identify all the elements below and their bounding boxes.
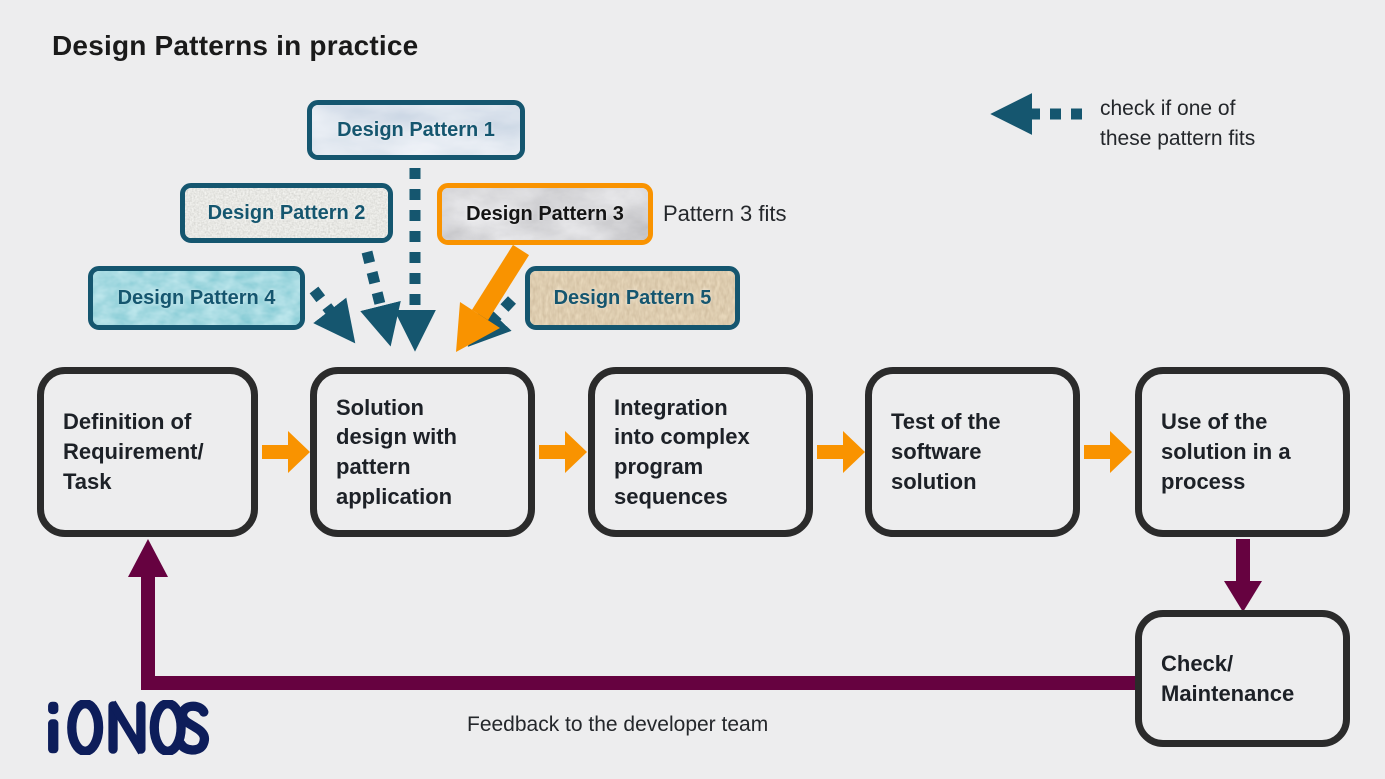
- arrow-pattern3-selected: [456, 244, 530, 352]
- design-pattern-3-box: Design Pattern 3: [437, 183, 653, 245]
- burlap-texture: [530, 271, 735, 325]
- step-test-software: Test of the software solution: [865, 367, 1080, 537]
- design-pattern-3-label: Design Pattern 3: [466, 202, 624, 225]
- water-drops-texture: [93, 271, 300, 325]
- design-pattern-5-label: Design Pattern 5: [553, 286, 712, 309]
- step-integration: Integration into complex program sequenc…: [588, 367, 813, 537]
- gray-marble-texture: [442, 188, 648, 240]
- feedback-label: Feedback to the developer team: [467, 713, 769, 736]
- legend-label: check if one of these pattern fits: [1100, 97, 1256, 150]
- step-check-maintenance: Check/ Maintenance: [1135, 610, 1350, 747]
- arrow-step1-step2: [262, 431, 310, 473]
- page-title: Design Patterns in practice: [52, 30, 419, 61]
- arrow-pattern5-to-solution: [467, 296, 516, 347]
- pattern3-fits-note: Pattern 3 fits: [663, 201, 787, 226]
- arrow-use-to-check: [1224, 539, 1262, 612]
- design-pattern-1-label: Design Pattern 1: [337, 118, 495, 141]
- dashed-check-arrows: [309, 93, 1082, 352]
- step-solution-design: Solution design with pattern application: [310, 367, 535, 537]
- ionos-logo-mark: [48, 699, 210, 756]
- feedback-loop-arrow: [128, 539, 1137, 690]
- design-pattern-1-box: Design Pattern 1: [307, 100, 525, 160]
- arrow-step2-step3: [539, 431, 587, 473]
- design-pattern-4-box: Design Pattern 4: [88, 266, 305, 330]
- arrow-pattern2-to-solution: [360, 250, 401, 347]
- design-pattern-2-box: Design Pattern 2: [180, 183, 393, 243]
- ionos-logo: IONOS: [46, 699, 211, 760]
- step-definition-of-requirement: Definition of Requirement/ Task: [37, 367, 258, 537]
- blue-marble-texture: [312, 105, 520, 155]
- step-use-solution: Use of the solution in a process: [1135, 367, 1350, 537]
- granite-texture: [185, 188, 388, 238]
- design-pattern-5-box: Design Pattern 5: [525, 266, 740, 330]
- arrow-step3-step4: [817, 431, 865, 473]
- arrow-step4-step5: [1084, 431, 1132, 473]
- design-pattern-2-label: Design Pattern 2: [207, 201, 366, 224]
- arrow-pattern4-to-solution: [309, 286, 356, 344]
- design-pattern-4-label: Design Pattern 4: [117, 286, 276, 309]
